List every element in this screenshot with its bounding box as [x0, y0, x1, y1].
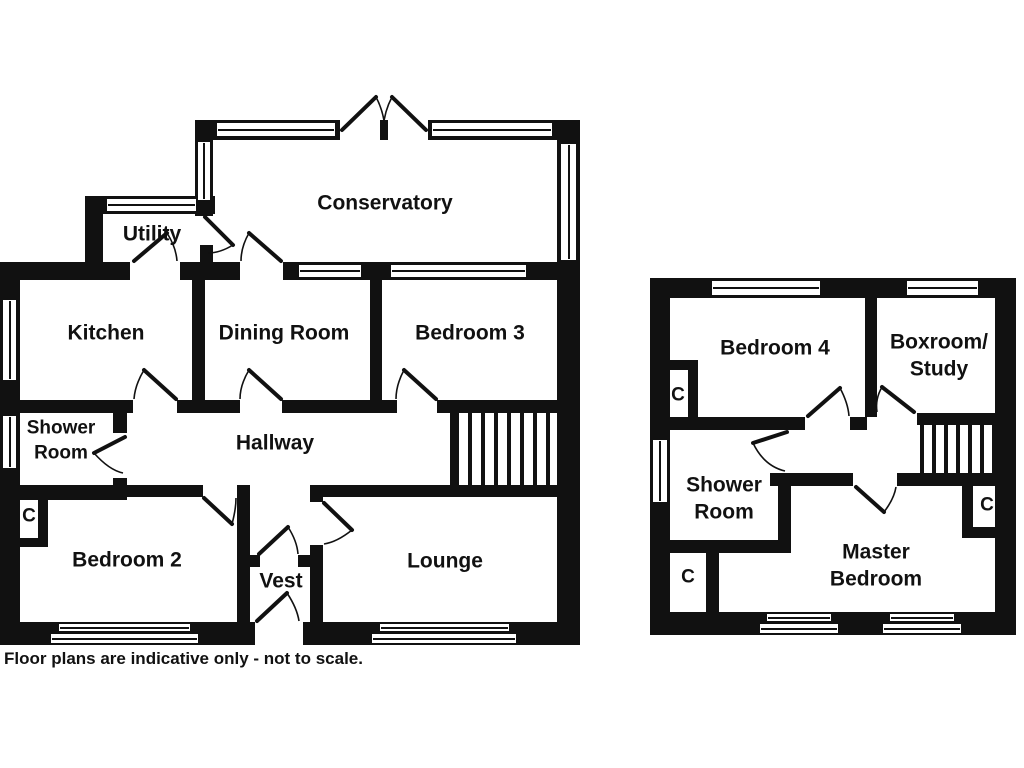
label-closet-shower2: C — [681, 566, 695, 588]
window-bedroom3-to-conservatory — [389, 263, 528, 279]
wall-vest-left — [237, 485, 250, 622]
door-lounge — [322, 501, 354, 545]
wall-landing-bottom-b — [897, 473, 1016, 486]
window-lounge-sill — [370, 632, 518, 645]
wall-shower2-right — [778, 473, 791, 540]
door-dining-to-conservatory — [240, 231, 283, 263]
door-bedroom3 — [395, 368, 438, 401]
door-shower-room-gf — [92, 435, 127, 474]
door-dining-room — [239, 368, 283, 401]
label-boxroom-study: Boxroom/ Study — [889, 330, 989, 381]
wall-hallway-top-c — [282, 400, 397, 413]
label-lounge: Lounge — [407, 549, 483, 573]
label-hallway: Hallway — [235, 431, 315, 455]
label-shower-room-gf: Shower Room — [26, 417, 96, 463]
door-boxroom-study — [875, 385, 916, 414]
wall-bedroom2-closet-bottom — [20, 538, 48, 547]
wall-stairs-left-edge — [450, 413, 455, 485]
wall-main-top-b — [180, 262, 240, 280]
window-kitchen-left — [1, 298, 18, 382]
door-conservatory-french-left — [340, 95, 386, 132]
window-master-bay1-sill — [758, 622, 840, 635]
label-vest: Vest — [259, 569, 303, 593]
window-shower-left — [1, 414, 18, 470]
wall-closet-shower2-right — [706, 553, 719, 612]
wall-hallway-top-d — [437, 400, 558, 413]
door-bedroom2 — [202, 496, 237, 526]
window-master-bay2-sill — [881, 622, 963, 635]
label-dining-room: Dining Room — [218, 321, 350, 345]
window-conservatory-top-right — [430, 121, 554, 138]
label-closet-bedroom2: C — [22, 505, 36, 527]
wall-vest-right-a — [310, 485, 323, 502]
staircase-ground-floor — [455, 413, 557, 485]
window-boxroom-top — [905, 279, 980, 297]
wall-closet-bedroom4-top — [670, 360, 698, 370]
door-kitchen — [133, 368, 178, 401]
wall-bedroom2-top — [20, 485, 203, 497]
window-shower2-left — [651, 438, 669, 504]
wall-shower2-bottom — [670, 540, 791, 553]
label-utility: Utility — [122, 222, 182, 246]
door-shower-room-ff — [751, 430, 789, 472]
wall-ff-right — [995, 278, 1016, 635]
wall-bedroom4-boxroom-divider — [865, 298, 877, 417]
window-utility — [105, 197, 198, 213]
window-conservatory-left — [196, 140, 212, 202]
label-bedroom4: Bedroom 4 — [720, 336, 830, 360]
wall-french-door-center-post — [380, 120, 388, 140]
wall-vest-top-stub-r — [298, 555, 310, 567]
wall-vest-right-b — [310, 545, 323, 622]
wall-kitchen-dining-divider — [192, 280, 205, 400]
wall-lounge-top — [323, 485, 580, 497]
window-conservatory-top-left — [215, 121, 337, 138]
wall-bedroom2-closet-right — [38, 497, 48, 547]
wall-utility-left — [85, 196, 103, 280]
door-vest-to-hallway — [257, 525, 299, 556]
wall-hallway-top-b — [177, 400, 240, 413]
wall-bedroom4-bottom-b — [850, 417, 867, 430]
wall-dining-bedroom3-divider — [370, 280, 382, 400]
wall-boxroom-bottom — [917, 413, 1016, 425]
wall-closet-bedroom4-right — [688, 360, 698, 417]
label-bedroom2: Bedroom 2 — [72, 548, 182, 572]
staircase-first-floor — [920, 425, 995, 473]
window-conservatory-right — [559, 142, 578, 262]
wall-vest-top-stub-l — [250, 555, 260, 567]
window-dining-to-conservatory — [297, 263, 363, 279]
door-bedroom4 — [806, 386, 850, 418]
window-bedroom2-bay-sill — [49, 632, 200, 645]
wall-shower-right-a — [113, 413, 127, 433]
label-conservatory: Conservatory — [317, 191, 453, 215]
label-kitchen: Kitchen — [67, 321, 145, 345]
wall-hallway-top-a — [0, 400, 133, 413]
wall-closet-master-bottom — [962, 527, 1016, 538]
wall-closet-master-left — [962, 478, 973, 528]
door-master-bedroom — [854, 485, 897, 514]
door-front-entrance — [255, 591, 300, 623]
label-closet-master: C — [980, 494, 994, 516]
window-bedroom4-top — [710, 279, 822, 297]
wall-bedroom4-bottom-a — [670, 417, 805, 430]
wall-main-top-a — [0, 262, 130, 280]
label-shower-room-ff: Shower Room — [686, 473, 762, 524]
door-conservatory-french-right — [382, 95, 428, 132]
disclaimer-note: Floor plans are indicative only - not to… — [4, 649, 363, 668]
label-bedroom3: Bedroom 3 — [415, 321, 525, 345]
label-master-bedroom: Master Bedroom — [829, 540, 923, 591]
label-closet-bedroom4: C — [671, 384, 685, 406]
wall-utility-right-stub — [200, 245, 213, 262]
